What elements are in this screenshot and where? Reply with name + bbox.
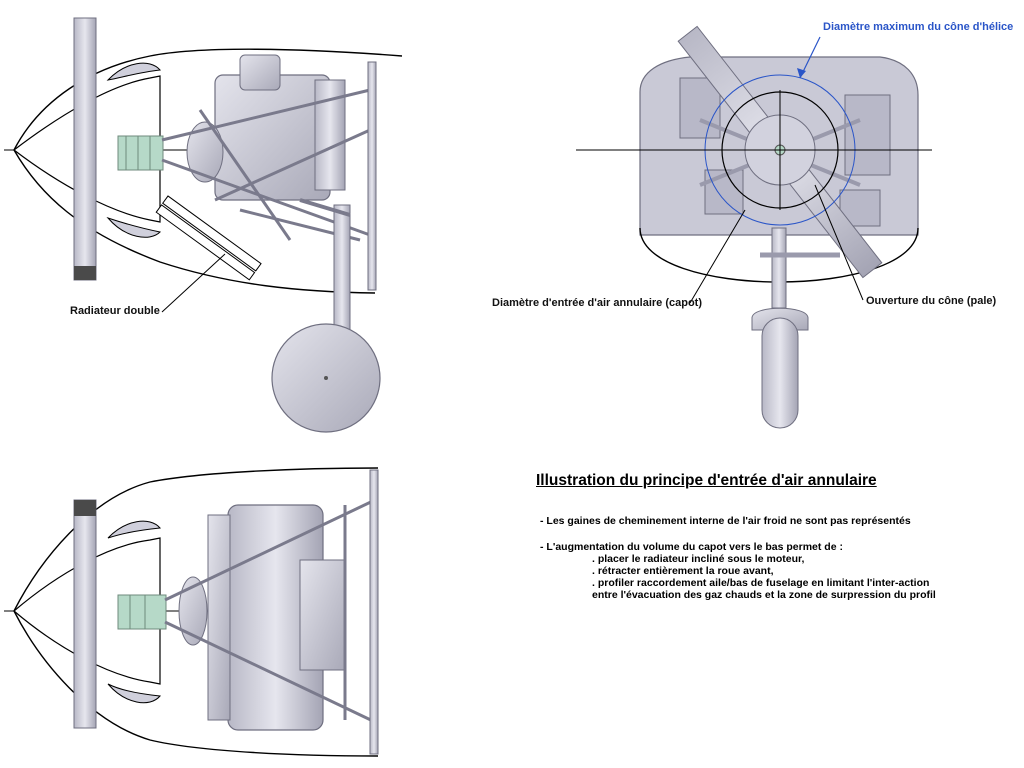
- note-2: - L'augmentation du volume du capot vers…: [540, 541, 843, 553]
- front-view: Diamètre maximum du cône d'hélice Diamèt…: [492, 21, 1013, 429]
- list-item-2: . rétracter entièrement la roue avant,: [592, 565, 774, 577]
- propeller-blade: [73, 17, 97, 281]
- list-item-3: . profiler raccordement aile/bas de fuse…: [592, 577, 930, 589]
- label-diametre-entree: Diamètre d'entrée d'air annulaire (capot…: [492, 297, 702, 309]
- list-item-1: . placer le radiateur incliné sous le mo…: [592, 553, 805, 565]
- label-ouverture-cone: Ouverture du cône (pale): [866, 295, 997, 307]
- label-radiateur-double: Radiateur double: [70, 305, 160, 317]
- page-title: Illustration du principe d'entrée d'air …: [536, 472, 877, 489]
- note-1: - Les gaines de cheminement interne de l…: [540, 515, 911, 527]
- propeller-tip: [74, 266, 96, 280]
- label-diametre-maximum: Diamètre maximum du cône d'hélice: [823, 21, 1013, 33]
- radiator: [155, 195, 262, 281]
- side-view-top: Radiateur double: [4, 17, 403, 433]
- top-view: [4, 467, 379, 757]
- engine-block: [214, 74, 331, 201]
- list-item-4: entre l'évacuation des gaz chauds et la …: [592, 589, 936, 601]
- front-wheel: [761, 317, 799, 429]
